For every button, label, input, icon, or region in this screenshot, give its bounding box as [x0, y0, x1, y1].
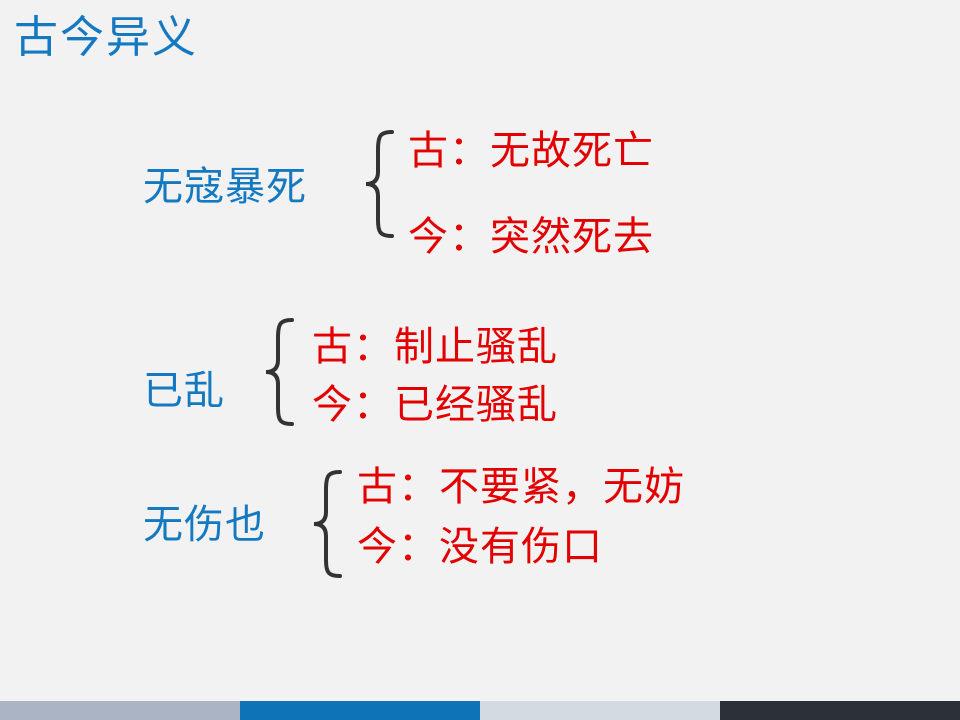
term-3: 无伤也	[143, 502, 266, 548]
footer-bar	[0, 701, 960, 720]
definition-ancient-2: 古：制止骚乱	[312, 324, 558, 370]
definition-modern-3: 今：没有伤口	[357, 524, 603, 570]
definition-modern-1: 今：突然死去	[408, 214, 654, 260]
footer-segment-1	[0, 701, 240, 720]
definition-ancient-3: 古：不要紧，无妨	[357, 464, 685, 510]
slide-title: 古今异义	[14, 12, 198, 63]
definition-ancient-1: 古：无故死亡	[408, 128, 654, 174]
footer-segment-2	[240, 701, 480, 720]
brace-2	[265, 318, 294, 426]
term-1: 无寇暴死	[143, 164, 307, 210]
footer-segment-3	[480, 701, 720, 720]
definition-modern-2: 今：已经骚乱	[312, 382, 558, 428]
footer-segment-4	[720, 701, 960, 720]
term-2: 已乱	[143, 368, 225, 414]
brace-3	[313, 470, 342, 578]
brace-1	[365, 130, 394, 238]
